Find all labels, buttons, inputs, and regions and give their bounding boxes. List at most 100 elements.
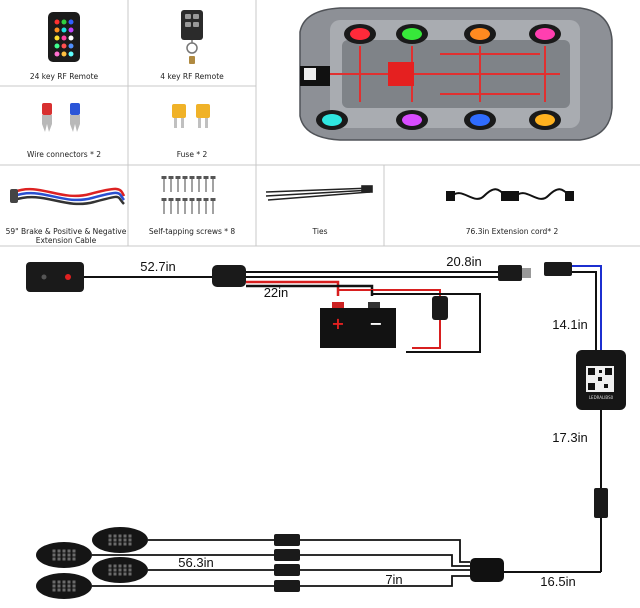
screw-head: [168, 198, 174, 201]
pod-led: [123, 542, 127, 546]
extension-label: 76.3in Extension cord* 2: [466, 227, 559, 236]
screws-icon: [161, 176, 216, 214]
pod-led: [62, 549, 66, 553]
pod-led: [123, 538, 127, 542]
pod-led: [128, 568, 132, 572]
pod-led: [67, 580, 71, 584]
pod-led: [52, 557, 56, 561]
cable-ties-icon: [265, 185, 373, 201]
pod-led: [72, 549, 76, 553]
length-controller-output: 17.3in: [552, 430, 587, 445]
pod-led: [128, 542, 132, 546]
pod-led: [52, 580, 56, 584]
pod-led: [118, 564, 122, 568]
fuse-icon: [172, 104, 210, 128]
inline-fuse-holder: [432, 296, 448, 320]
remote-4-key-icon: [181, 10, 203, 64]
pod-led: [57, 584, 61, 588]
remote-24-key-icon: [48, 12, 80, 62]
pod-led: [128, 538, 132, 542]
pod-led: [67, 557, 71, 561]
pod-led: [57, 553, 61, 557]
cable-splitter: [212, 265, 246, 287]
screw-head: [182, 198, 188, 201]
pod-led: [62, 557, 66, 561]
car-pod-glow: [535, 114, 555, 126]
pod-led: [57, 588, 61, 592]
pod-led: [113, 534, 117, 538]
pod-led: [123, 568, 127, 572]
pod-led: [67, 588, 71, 592]
branch-connectors: [274, 534, 300, 592]
pod-led: [108, 568, 112, 572]
rock-light-pods: [36, 527, 148, 599]
pod-led: [67, 584, 71, 588]
length-battery-lead: 22in: [264, 285, 289, 300]
switch-led-icon: [65, 274, 71, 280]
pod-led: [57, 580, 61, 584]
brake-cable-icon: [10, 187, 126, 206]
car-pod-glow: [402, 114, 422, 126]
output-connector: [594, 488, 608, 518]
pod-led: [108, 572, 112, 576]
fuse-label: Fuse * 2: [177, 150, 208, 159]
screw-head: [210, 176, 216, 179]
screw-head: [210, 198, 216, 201]
brake-cable-label-line2: Extension Cable: [36, 236, 97, 245]
wiring-diagram: + − LEDRALIBS0: [26, 262, 626, 592]
screw-head: [168, 176, 174, 179]
battery-positive-symbol: +: [331, 314, 344, 333]
pod-led: [72, 580, 76, 584]
pod-led: [62, 588, 66, 592]
screw-head: [203, 176, 209, 179]
pod-led: [67, 553, 71, 557]
pod-led: [72, 557, 76, 561]
pod-led: [128, 572, 132, 576]
screw-head: [182, 176, 188, 179]
pod-led: [57, 557, 61, 561]
screw-head: [189, 176, 195, 179]
pod-led: [123, 564, 127, 568]
accessory-grid: [0, 0, 640, 247]
pod-led: [108, 542, 112, 546]
car-pod-glow: [470, 28, 490, 40]
pod-led: [57, 549, 61, 553]
controller-qr-text: LEDRALIBS0: [589, 395, 614, 400]
pod-led: [52, 553, 56, 557]
pod-led: [62, 584, 66, 588]
pod-led: [128, 534, 132, 538]
screw-head: [161, 198, 167, 201]
screw-head: [161, 176, 167, 179]
length-controller-input: 14.1in: [552, 317, 587, 332]
pod-led: [128, 564, 132, 568]
length-switch-cable: 52.7in: [140, 259, 175, 274]
pod-led: [72, 584, 76, 588]
pod-led: [108, 564, 112, 568]
screw-head: [175, 176, 181, 179]
pod-led: [118, 568, 122, 572]
car-pod-glow: [470, 114, 490, 126]
car-pod-glow: [535, 28, 555, 40]
battery: [320, 308, 396, 348]
pod-led: [52, 584, 56, 588]
ties-label: Ties: [312, 227, 328, 236]
pod-led: [113, 538, 117, 542]
pod-led: [113, 564, 117, 568]
length-power-output: 20.8in: [446, 254, 481, 269]
pod-led: [52, 588, 56, 592]
remote-4-label: 4 key RF Remote: [160, 72, 224, 81]
pod-led: [62, 553, 66, 557]
battery-negative-symbol: −: [369, 314, 382, 333]
pod-led: [67, 549, 71, 553]
pod-led: [123, 572, 127, 576]
screws-label: Self-tapping screws * 8: [149, 227, 236, 236]
pod-led: [118, 534, 122, 538]
pod-led: [118, 538, 122, 542]
length-pod-right: 7in: [385, 572, 402, 587]
screw-head: [196, 198, 202, 201]
switch-box: [26, 262, 84, 292]
car-pod-glow: [322, 114, 342, 126]
pod-led: [108, 538, 112, 542]
pod-led: [118, 572, 122, 576]
